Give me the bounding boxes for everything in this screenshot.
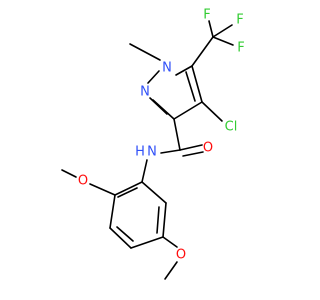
bond-c-f-right: [212, 36, 234, 46]
bond-o-methyl-right: [164, 261, 178, 280]
bond-n1-methyl: [129, 43, 161, 61]
atom-layer: F F F N N Cl O N H O O: [78, 8, 245, 263]
atom-o-carbonyl: O: [203, 141, 213, 156]
bond-ar2-o: [89, 183, 116, 196]
bond-ar3-ar4-double: [116, 226, 134, 242]
bond-ar6-ar1: [141, 181, 167, 204]
bond-o-methyl-left: [61, 169, 77, 178]
bond-ar1-ar2: [114, 181, 143, 196]
bond-ar5-o: [162, 236, 178, 248]
bond-c5-c4-double: [185, 71, 196, 102]
bond-carbonyl-o: [179, 144, 203, 151]
bond-ar2-ar3: [109, 194, 116, 229]
structure-canvas: F F F N N Cl O N H O O: [61, 7, 245, 280]
bond-n2-n1: [147, 70, 160, 84]
bond-ar5-ar6-double: [156, 206, 160, 234]
bond-ar1-ar2-double: [117, 187, 138, 198]
atom-o-methoxy-left: O: [78, 174, 88, 189]
molecule-diagram: F F F N N Cl O N H O O: [61, 8, 245, 280]
bond-carbonyl-n: [160, 149, 181, 154]
bond-ar3-ar4: [109, 227, 132, 249]
bond-n1-c5: [175, 65, 193, 76]
atom-cl: Cl: [225, 120, 238, 135]
bond-ar4-ar5: [130, 236, 164, 249]
bond-carbonyl-o-double: [182, 151, 204, 157]
bond-n-aryl: [141, 159, 148, 183]
atom-n-amide: N: [147, 145, 157, 160]
atom-n1: N: [162, 61, 172, 76]
atom-n2: N: [140, 85, 150, 100]
atom-o-methoxy-right: O: [176, 248, 186, 263]
bond-c5-c4: [191, 65, 203, 103]
bond-ar5-ar6: [162, 202, 167, 238]
atom-f-top-right: F: [236, 13, 243, 28]
bond-c3-carbonyl: [173, 118, 181, 151]
bond-c3-n2-double: [149, 97, 168, 115]
bond-layer: [61, 20, 234, 280]
bond-c-f-top-left: [208, 20, 214, 38]
bond-c4-cl: [201, 101, 223, 122]
bond-c4-c3: [173, 101, 203, 120]
atom-f-top-left: F: [203, 8, 210, 23]
atom-h-amide: H: [135, 145, 145, 160]
bond-c-f-top-right: [212, 24, 233, 38]
bond-c5-cf3: [191, 36, 214, 67]
atom-f-right: F: [237, 41, 244, 56]
